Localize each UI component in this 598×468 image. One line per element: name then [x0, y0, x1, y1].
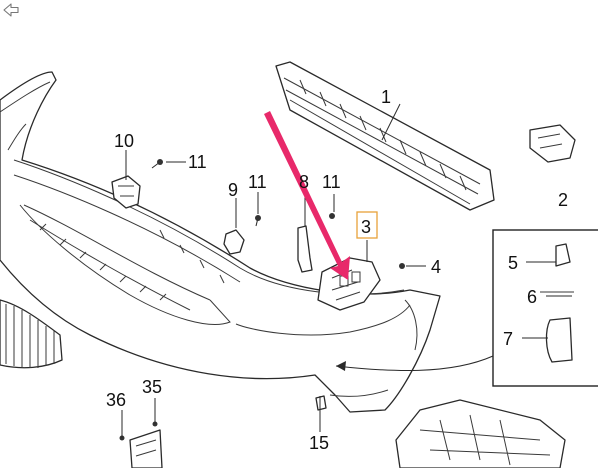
callout-36[interactable]: 36: [106, 390, 126, 410]
callout-15[interactable]: 15: [309, 433, 329, 453]
callout-8[interactable]: 8: [299, 172, 309, 192]
callout-9[interactable]: 9: [228, 180, 238, 200]
bracket-3: [317, 257, 381, 311]
callout-highlight-box: [356, 211, 378, 239]
clip-15: [315, 395, 327, 411]
bracket-10: [111, 175, 141, 209]
reinforcement-beam: [275, 61, 495, 211]
pointer-arrow: [264, 111, 350, 280]
callout-7[interactable]: 7: [503, 329, 513, 349]
bumper-cover: [0, 71, 441, 413]
bottom-bracket: [395, 399, 566, 468]
callout-1[interactable]: 1: [381, 87, 391, 107]
callout-2[interactable]: 2: [558, 190, 568, 210]
leader-lines: [121, 103, 572, 438]
callout-3[interactable]: 3: [361, 217, 371, 237]
callout-11-middle[interactable]: 11: [248, 172, 267, 192]
callout-11-right[interactable]: 11: [322, 172, 341, 192]
lower-bracket: [129, 429, 163, 468]
grille: [0, 299, 63, 369]
back-arrow-icon[interactable]: [3, 3, 19, 17]
callout-35[interactable]: 35: [142, 377, 162, 397]
callout-4[interactable]: 4: [431, 257, 441, 277]
sensor-bracket-8: [297, 225, 313, 273]
callout-6[interactable]: 6: [527, 287, 537, 307]
detail-inset: [492, 229, 598, 387]
callout-labels: 1 2 3 4 5 6 7 8 9 10 11 11 11 15 35 36: [106, 87, 568, 453]
clip-9: [223, 229, 245, 255]
side-bracket: [529, 124, 576, 163]
callout-10[interactable]: 10: [114, 131, 134, 151]
callout-5[interactable]: 5: [508, 253, 518, 273]
callout-11-left[interactable]: 11: [188, 152, 207, 172]
